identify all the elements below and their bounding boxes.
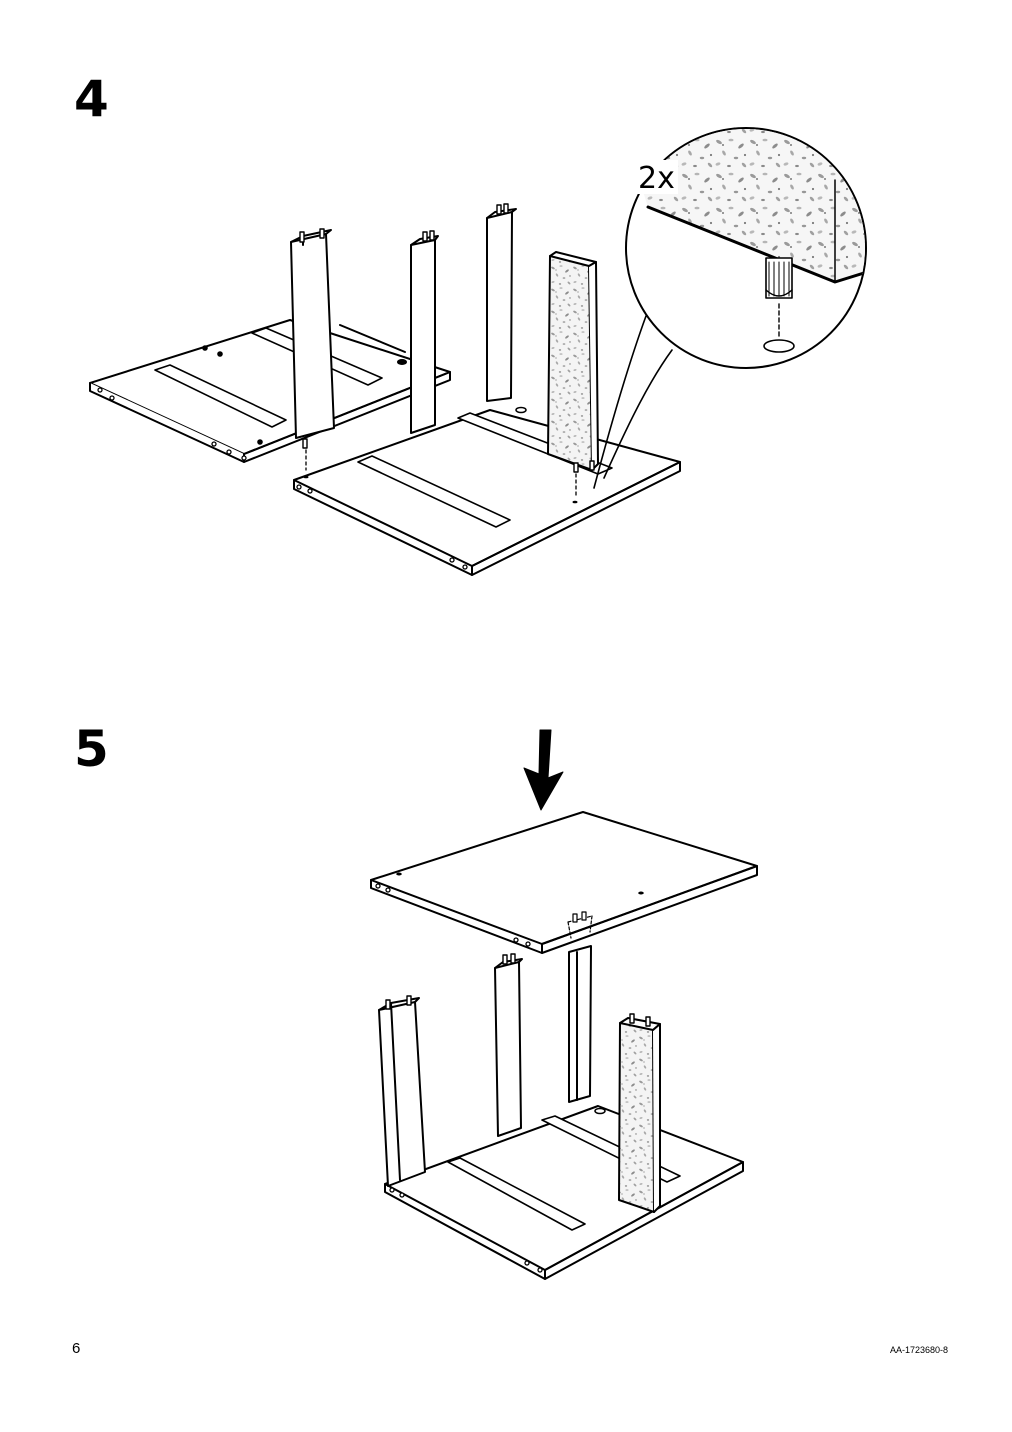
page-number: 6	[72, 1340, 81, 1357]
step-5-number: 5	[74, 720, 109, 778]
top-panel	[370, 811, 758, 954]
side-upright-3	[486, 203, 517, 402]
step-4-illustration: 2x	[89, 127, 867, 576]
bottom-panel	[293, 406, 681, 576]
back-panel	[89, 319, 451, 463]
document-code: AA-1723680-8	[889, 1345, 948, 1355]
side-upright-2	[410, 230, 439, 434]
step-4-number: 4	[74, 70, 109, 128]
detail-magnifier: 2x	[593, 127, 867, 489]
side-upright-1	[290, 228, 335, 471]
down-arrow-icon	[523, 729, 564, 811]
particleboard-upright-front	[618, 1013, 661, 1213]
side-upright-left	[378, 995, 426, 1187]
base-panel	[384, 1105, 744, 1280]
side-upright-mid	[494, 953, 523, 1137]
particleboard-upright	[547, 251, 599, 499]
quantity-label: 2x	[638, 161, 675, 196]
side-upright-back	[568, 945, 592, 1103]
